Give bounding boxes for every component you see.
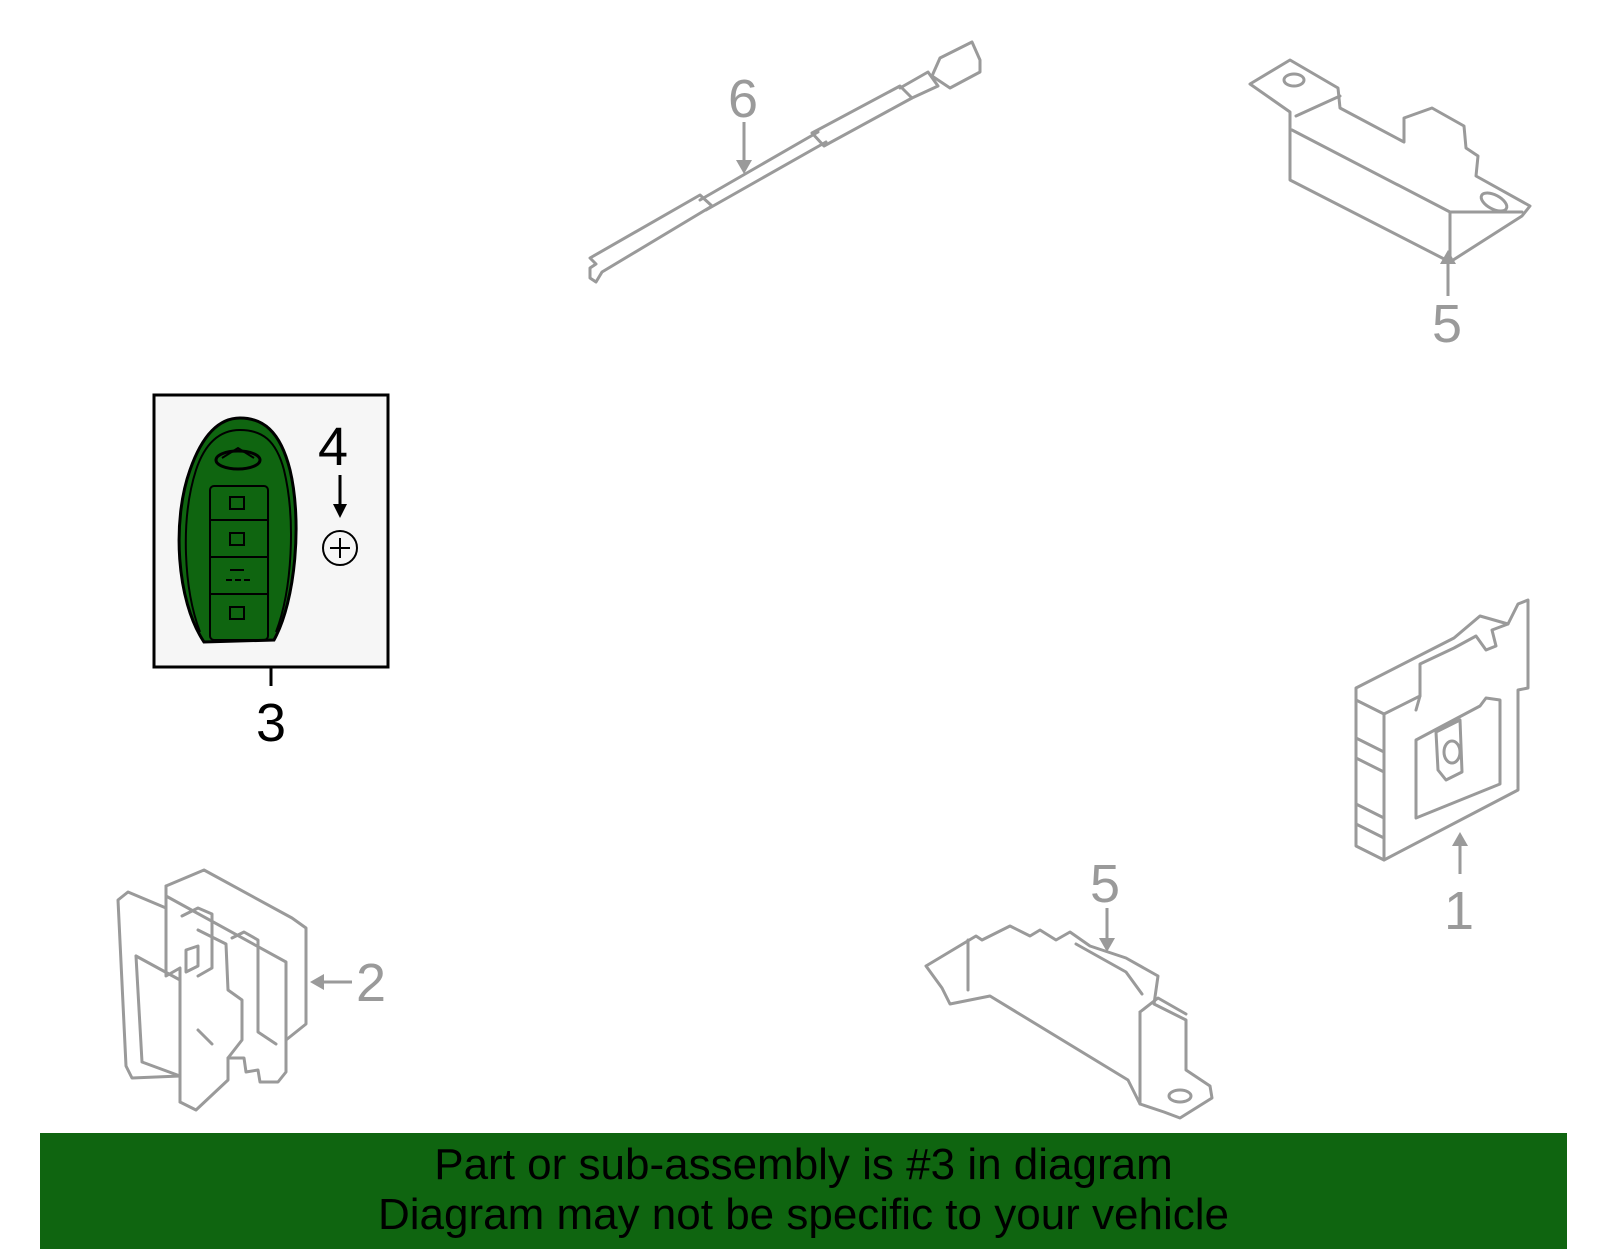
part-5-bracket-top[interactable] <box>1248 58 1532 264</box>
info-banner: Part or sub-assembly is #3 in diagram Di… <box>40 1133 1567 1249</box>
part-6-antenna-cable[interactable] <box>588 40 982 284</box>
key-fob-body <box>177 416 298 644</box>
part-5-bottom-label: 5 <box>1090 854 1120 914</box>
part-4-arrowhead <box>333 504 347 518</box>
part-6-arrowhead <box>736 160 752 174</box>
banner-line-1: Part or sub-assembly is #3 in diagram <box>434 1140 1173 1189</box>
unlock-button-icon <box>229 532 245 546</box>
trunk-button-icon <box>226 569 250 581</box>
brand-logo-icon <box>214 449 262 471</box>
part-1-label: 1 <box>1444 881 1474 941</box>
part-6-label: 6 <box>728 69 758 129</box>
lock-button-icon <box>229 496 245 510</box>
part-3-label: 3 <box>256 693 286 753</box>
battery-icon <box>322 530 358 566</box>
part-2-arrowhead <box>310 974 324 990</box>
part-5-top-arrowhead <box>1440 250 1456 264</box>
part-4-label: 4 <box>318 417 348 477</box>
part-2-label: 2 <box>356 953 386 1013</box>
panic-button-icon <box>229 606 245 620</box>
part-1-arrowhead <box>1452 832 1468 846</box>
part-3-key-fob-group[interactable] <box>152 393 390 669</box>
part-2-receiver-unit[interactable] <box>116 868 308 1112</box>
banner-line-2: Diagram may not be specific to your vehi… <box>377 1190 1230 1239</box>
part-5-bracket-bottom[interactable] <box>924 924 1214 1120</box>
part-1-control-module[interactable] <box>1354 598 1530 862</box>
part-5-top-label: 5 <box>1432 294 1462 354</box>
part-5-bottom-arrowhead <box>1099 938 1115 952</box>
